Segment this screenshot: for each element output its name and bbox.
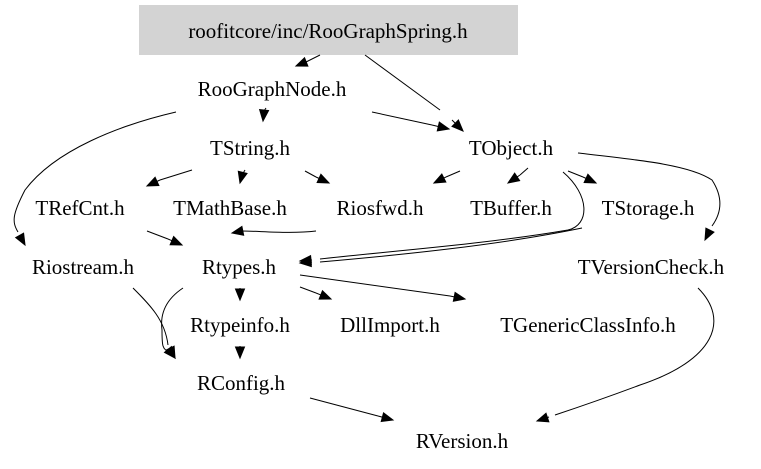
edge-connector xyxy=(431,124,439,127)
edge-connector xyxy=(315,176,320,179)
arrowhead-icon xyxy=(234,288,246,302)
arrowhead-icon xyxy=(452,291,467,302)
edge-riosfwd-to-rtypes xyxy=(230,225,317,236)
edge-connector xyxy=(167,349,171,353)
arrowhead-icon xyxy=(169,235,184,246)
edge-connector xyxy=(547,416,550,418)
edge-line xyxy=(567,170,584,178)
edge-tobject-to-tversioncheck xyxy=(577,152,721,242)
edge-tstring-to-riosfwd xyxy=(304,170,331,184)
node-tstorage[interactable]: TStorage.h xyxy=(602,196,695,220)
edge-rtypes-to-tgenericclassinfo xyxy=(299,274,467,302)
edge-line xyxy=(304,170,317,178)
arrowhead-icon xyxy=(316,173,331,184)
edge-root-to-roographnode xyxy=(294,54,321,67)
node-tobject[interactable]: TObject.h xyxy=(469,136,554,160)
edge-rconfig-to-rversion xyxy=(309,397,395,423)
edge-connector xyxy=(377,415,383,418)
edge-line xyxy=(309,397,379,417)
edge-rtypes-to-rtypeinfo xyxy=(234,288,246,302)
edge-connector xyxy=(582,176,587,179)
edge-rtypes-to-dllimport xyxy=(299,286,333,300)
arrowhead-icon xyxy=(506,172,521,184)
edge-tobject-to-tstorage xyxy=(567,170,598,184)
edge-line xyxy=(319,227,583,263)
edge-connector xyxy=(167,238,173,242)
edge-line xyxy=(445,170,461,178)
edge-connector xyxy=(516,174,521,178)
labels-layer: roofitcore/inc/RooGraphSpring.h RooGraph… xyxy=(32,19,725,453)
node-root[interactable]: roofitcore/inc/RooGraphSpring.h xyxy=(188,19,468,43)
node-tgenericclassinfo[interactable]: TGenericClassInfo.h xyxy=(500,313,676,337)
edge-line xyxy=(13,111,177,233)
arrowhead-icon xyxy=(145,176,160,187)
arrowhead-icon xyxy=(451,119,464,132)
edge-line xyxy=(319,171,585,260)
edge-riostream-to-rconfig xyxy=(132,287,176,360)
node-tbuffer[interactable]: TBuffer.h xyxy=(470,196,552,220)
arrowhead-icon xyxy=(234,346,246,360)
edge-tobject-to-tbuffer xyxy=(506,167,529,184)
edge-line xyxy=(161,287,184,353)
arrowhead-icon xyxy=(318,289,333,300)
edge-line xyxy=(241,230,317,233)
arrowhead-icon xyxy=(298,256,312,268)
arrowhead-icon xyxy=(14,232,26,247)
edge-connector xyxy=(156,179,161,182)
node-trefcnt[interactable]: TRefCnt.h xyxy=(35,196,125,220)
edge-line xyxy=(299,286,317,294)
node-rconfig[interactable]: RConfig.h xyxy=(197,371,286,395)
arrowhead-icon xyxy=(432,173,447,184)
edge-root-to-tobject xyxy=(364,54,464,132)
node-tstring[interactable]: TString.h xyxy=(210,136,290,160)
node-dllimport[interactable]: DllImport.h xyxy=(340,313,440,337)
node-rversion[interactable]: RVersion.h xyxy=(416,429,509,453)
edge-line xyxy=(132,287,169,346)
arrowhead-icon xyxy=(258,109,270,123)
edge-tobject-to-riosfwd xyxy=(432,170,461,184)
edge-line xyxy=(519,167,529,176)
arrowhead-icon xyxy=(436,121,451,132)
node-tversioncheck[interactable]: TVersionCheck.h xyxy=(578,255,725,279)
node-riosfwd[interactable]: Riosfwd.h xyxy=(337,196,424,220)
arrowhead-icon xyxy=(704,227,715,242)
node-rtypeinfo[interactable]: Rtypeinfo.h xyxy=(190,313,290,337)
edge-roographnode-to-tstring xyxy=(258,107,270,123)
edge-line xyxy=(371,111,433,126)
arrowhead-icon xyxy=(535,412,550,423)
root-node-box xyxy=(139,5,518,55)
edge-line xyxy=(299,274,451,297)
edge-trefcnt-to-rtypes xyxy=(146,230,184,246)
edge-tstring-to-trefcnt xyxy=(145,169,193,187)
node-rtypes[interactable]: Rtypes.h xyxy=(202,255,277,279)
arrowhead-icon xyxy=(380,411,395,423)
edge-line xyxy=(364,54,441,111)
edge-line xyxy=(146,230,169,240)
arrowhead-icon xyxy=(230,225,245,236)
edge-roographnode-to-tobject xyxy=(371,111,451,132)
edge-connector xyxy=(241,172,244,176)
edge-connector xyxy=(449,295,455,298)
edge-connector xyxy=(315,292,321,296)
edge-line xyxy=(305,54,321,63)
node-riostream[interactable]: Riostream.h xyxy=(32,255,135,279)
arrowhead-icon xyxy=(583,173,598,184)
edge-line xyxy=(554,287,715,416)
edge-tstring-to-tmathbase xyxy=(237,169,248,185)
edge-rtypes-to-rconfig xyxy=(161,287,184,360)
edge-tversioncheck-to-rversion xyxy=(535,287,715,423)
edges-layer xyxy=(13,54,721,423)
edge-roographnode-to-riostream xyxy=(13,111,177,247)
edge-connector xyxy=(451,119,456,124)
edge-line xyxy=(159,169,193,181)
edge-rtypeinfo-to-rconfig xyxy=(234,346,246,360)
node-roographnode[interactable]: RooGraphNode.h xyxy=(198,77,347,101)
node-tmathbase[interactable]: TMathBase.h xyxy=(173,196,287,220)
edge-line xyxy=(577,152,721,227)
edge-tstorage-to-rtypes xyxy=(298,227,583,268)
edge-connector xyxy=(443,176,447,179)
